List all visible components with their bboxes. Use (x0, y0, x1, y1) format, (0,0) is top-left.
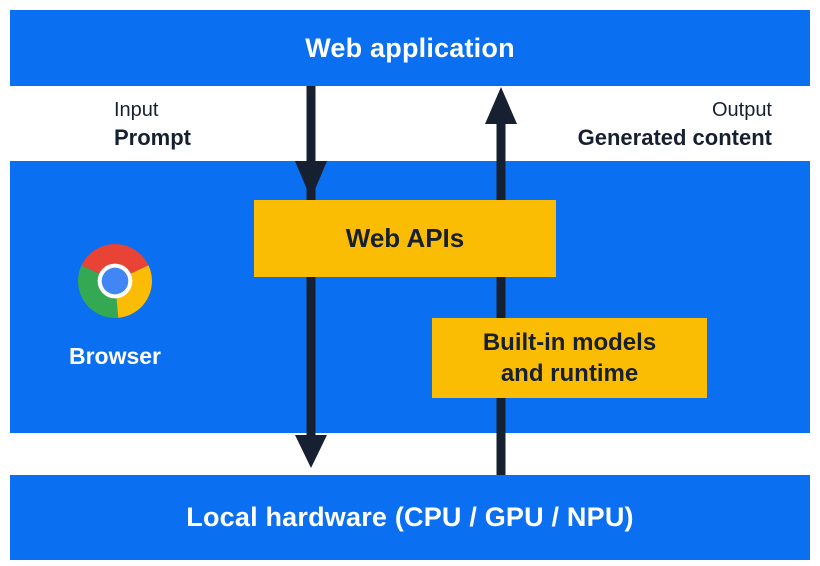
builtin-models-label-line1: Built-in models (482, 329, 657, 356)
builtin-models-box: Built-in models and runtime (432, 318, 707, 398)
output-value: Generated content (577, 125, 772, 150)
browser-label: Browser (68, 343, 162, 369)
local-hardware-bar: Local hardware (CPU / GPU / NPU) (10, 475, 810, 560)
local-hardware-label: Local hardware (CPU / GPU / NPU) (186, 502, 634, 532)
web-application-bar: Web application (10, 10, 810, 86)
chrome-logo-icon (78, 244, 152, 318)
output-title: Output (711, 99, 772, 121)
input-label-group: Input Prompt (114, 97, 191, 151)
output-label-group: Output Generated content (578, 97, 772, 151)
input-title: Input (114, 99, 159, 121)
web-apis-box: Web APIs (254, 200, 556, 277)
builtin-models-label-line2: and runtime (500, 360, 639, 387)
web-application-label: Web application (305, 32, 515, 63)
web-apis-label: Web APIs (345, 223, 465, 253)
input-value: Prompt (114, 125, 191, 150)
